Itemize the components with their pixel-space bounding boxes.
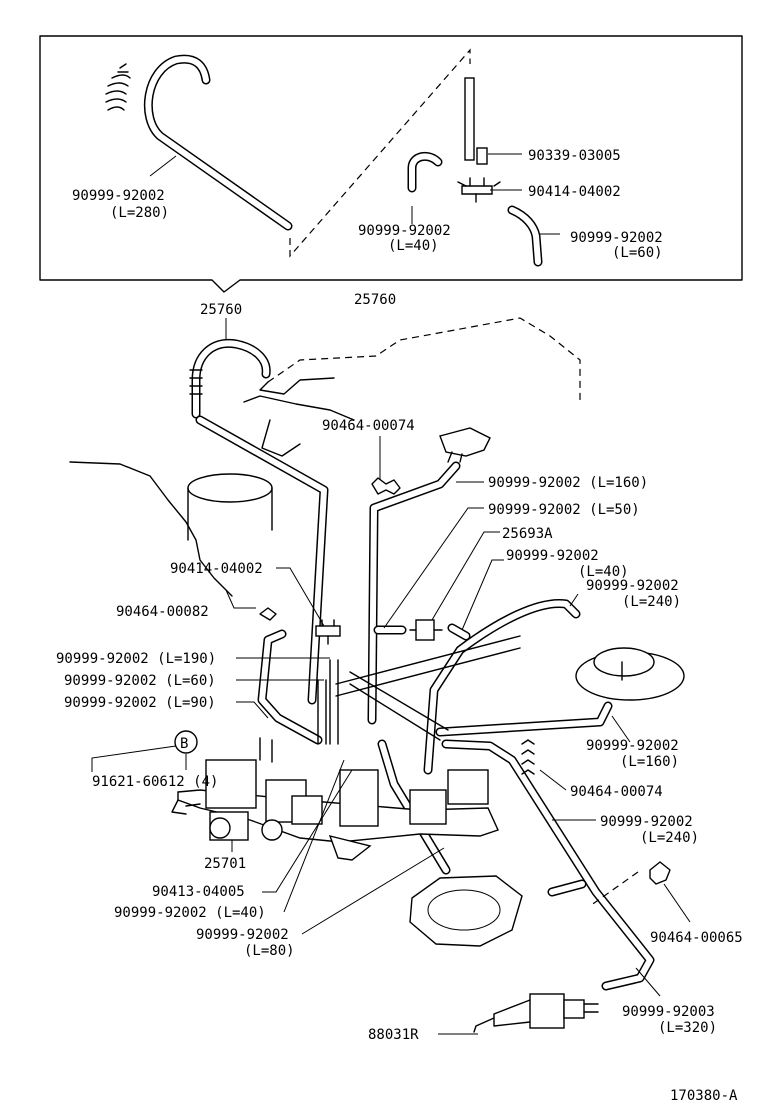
label-90464-00065: 90464-00065 [650, 930, 743, 946]
pipe-90339-drawing [464, 77, 488, 165]
diaphragm-bottom-icon [409, 875, 523, 947]
hose-l160-right [435, 701, 613, 737]
leader-90413-04005 [262, 769, 353, 893]
leader-90464-00074-right [539, 769, 567, 791]
hose-l190 [257, 629, 323, 745]
air-cleaner-canister [187, 473, 273, 541]
label-hose-l40-inset-number: 90999-92002 [358, 223, 451, 239]
label-hose-l240-right-number: 90999-92002 [600, 814, 693, 830]
vertical-pipes [317, 659, 339, 745]
hose-l280-drawing [143, 54, 293, 231]
label-90414-04002-main: 90414-04002 [170, 561, 263, 577]
label-hose-l320-number: 90999-92003 [622, 1004, 715, 1020]
hose-l80 [377, 739, 451, 875]
label-25760-left: 25760 [200, 302, 242, 318]
leader-hose-l40-mid [461, 559, 504, 631]
label-90339-03005: 90339-03005 [528, 148, 621, 164]
leader-hose-l90 [236, 701, 269, 719]
tee-90414-04002-main-icon [315, 619, 341, 645]
label-hose-l40-inset-length: (L=40) [388, 238, 439, 254]
label-91621-60612: 91621-60612 (4) [92, 774, 218, 790]
clamp-90464-00074-top-icon [371, 477, 401, 495]
label-88031r: 88031R [368, 1027, 419, 1043]
callout-b: B [91, 730, 198, 772]
engine-outline [69, 317, 581, 597]
hose-l160-top [367, 461, 461, 725]
label-hose-l60-main: 90999-92002 (L=60) [64, 673, 216, 689]
hose-l240-right [441, 739, 655, 991]
spring-icon [105, 63, 131, 111]
vsv-assembly-25701 [171, 737, 499, 861]
tee-connector-90414-drawing [457, 177, 501, 203]
label-hose-l280-length: (L=280) [110, 205, 169, 221]
leader-hose-l160-right [611, 715, 631, 743]
leader-hose-l80 [301, 847, 445, 935]
hose-25760-main [189, 338, 271, 419]
label-90464-00082: 90464-00082 [116, 604, 209, 620]
label-90413-04005: 90413-04005 [152, 884, 245, 900]
inset-box: 90999-92002 (L=280) 90339-03005 90414-04… [39, 35, 743, 293]
label-hose-l60-inset-length: (L=60) [612, 245, 663, 261]
hose-l40-inset-drawing [407, 151, 443, 193]
filter-25693a-icon [409, 619, 443, 641]
callout-b-letter: B [180, 736, 188, 752]
leader-hose-l240-top [569, 593, 579, 607]
label-hose-l60-inset-number: 90999-92002 [570, 230, 663, 246]
label-hose-l160-top: 90999-92002 (L=160) [488, 475, 648, 491]
clamp-90464-00074-right-icon [521, 739, 535, 775]
leader-90414-04002 [276, 567, 325, 627]
crossing-pipes [335, 635, 521, 741]
label-hose-l80-length: (L=80) [244, 943, 295, 959]
label-hose-l320-length: (L=320) [658, 1020, 717, 1036]
leader-hose-l50 [383, 507, 484, 629]
leader-90464-00065 [663, 883, 691, 923]
label-hose-l240-right-length: (L=240) [640, 830, 699, 846]
label-hose-l40-mid-length: (L=40) [578, 564, 629, 580]
label-90414-04002-inset: 90414-04002 [528, 184, 621, 200]
label-25760-right: 25760 [354, 292, 396, 308]
label-25701: 25701 [204, 856, 246, 872]
label-hose-l50: 90999-92002 (L=50) [488, 502, 640, 518]
label-90464-00074-right: 90464-00074 [570, 784, 663, 800]
figure-id: 170380-A [670, 1088, 738, 1104]
leader-hose-l40-bottom [283, 759, 345, 913]
hose-short-bottom [547, 879, 587, 897]
label-hose-l80-number: 90999-92002 [196, 927, 289, 943]
label-25693a: 25693A [502, 526, 553, 542]
leader-25693a [431, 531, 500, 621]
label-hose-l40-bottom: 90999-92002 (L=40) [114, 905, 266, 921]
hose-l60-inset-drawing [507, 205, 543, 267]
label-hose-l280-number: 90999-92002 [72, 188, 165, 204]
clamp-90464-00065-icon [589, 861, 671, 907]
leader-hose-l320 [635, 967, 661, 997]
label-hose-l40-mid-number: 90999-92002 [506, 548, 599, 564]
label-hose-l160-right-length: (L=160) [620, 754, 679, 770]
hose-l40-mid [447, 623, 471, 641]
label-hose-l240-top-number: 90999-92002 [586, 578, 679, 594]
leader-90464-00082 [225, 589, 256, 609]
label-90464-00074-top: 90464-00074 [322, 418, 415, 434]
vacuum-part-top-icon [439, 427, 491, 463]
hose-l240-top [423, 599, 581, 775]
clamp-90464-00082-icon [259, 607, 277, 621]
diaphragm-upper-right-icon [575, 647, 685, 701]
actuator-88031r-icon [473, 993, 599, 1033]
label-hose-l240-top-length: (L=240) [622, 594, 681, 610]
label-hose-l190: 90999-92002 (L=190) [56, 651, 216, 667]
label-hose-l160-right-number: 90999-92002 [586, 738, 679, 754]
label-hose-l90: 90999-92002 (L=90) [64, 695, 216, 711]
